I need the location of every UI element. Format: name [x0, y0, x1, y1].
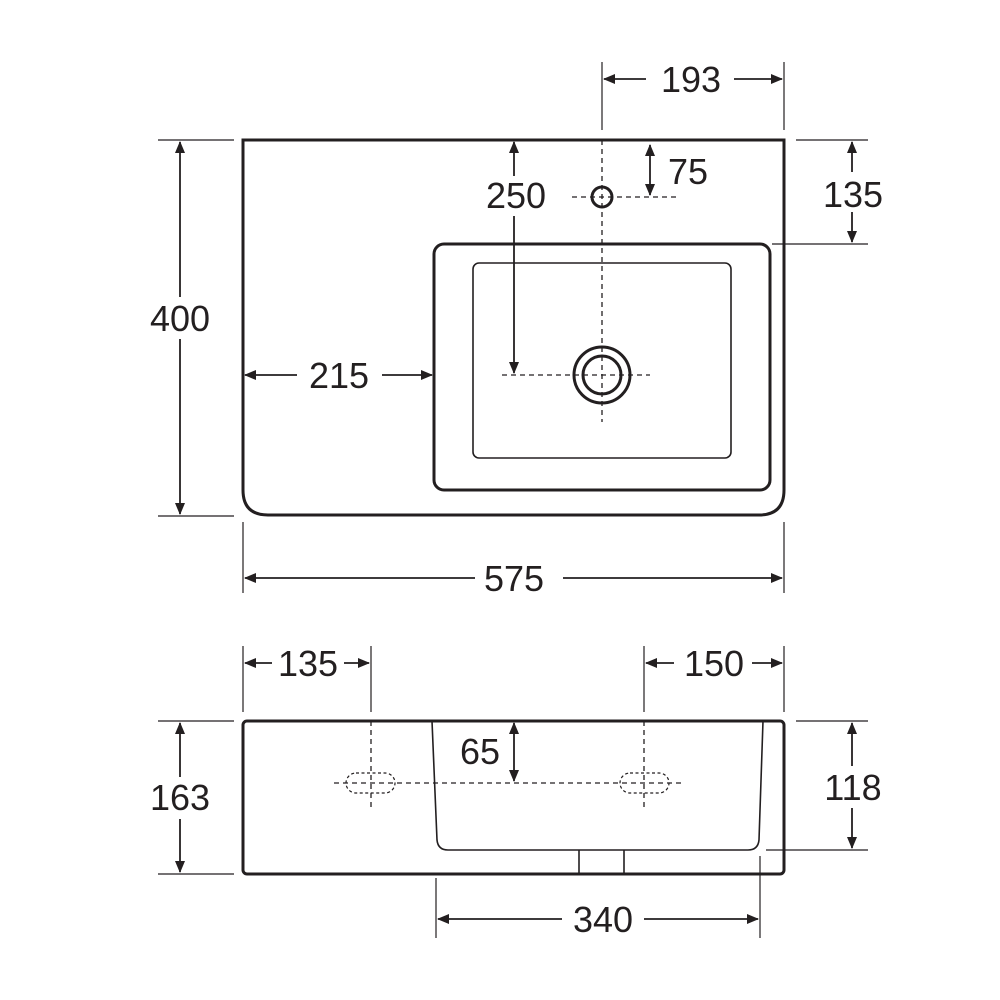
front-view: 135 150 65 163 118 340 — [150, 643, 882, 940]
bowl-inner — [472, 262, 732, 459]
dim-label-bg-bowl-from-back — [826, 172, 880, 212]
dim-label-bg-waste-from-back — [485, 176, 545, 216]
top-view: 193 75 135 250 400 215 575 — [148, 59, 883, 599]
basin-outline-front — [241, 719, 786, 876]
dim-label-bg-depth — [148, 297, 212, 339]
dim-label-waste-from-back: 250 — [486, 175, 546, 216]
bowl-profile — [431, 720, 764, 851]
dim-label-depth: 400 — [150, 298, 210, 339]
dim-label-total-height: 163 — [150, 777, 210, 818]
dim-label-right-fixing: 150 — [684, 643, 744, 684]
dim-label-bowl-from-back: 135 — [823, 174, 883, 215]
dim-label-width: 575 — [484, 558, 544, 599]
dim-label-tap-from-right: 193 — [661, 59, 721, 100]
dim-label-bg-bowl-depth — [823, 766, 881, 808]
basin-outline-top — [241, 138, 786, 517]
dim-label-bowl-width: 340 — [573, 899, 633, 940]
dim-label-bg-total-height — [150, 777, 210, 819]
dim-label-bowl-depth: 118 — [824, 767, 881, 808]
dim-label-tap-from-back: 75 — [668, 151, 708, 192]
dim-label-bowl-from-left: 215 — [309, 355, 369, 396]
dim-label-fixing-height: 65 — [460, 731, 500, 772]
dim-label-left-fixing: 135 — [278, 643, 338, 684]
